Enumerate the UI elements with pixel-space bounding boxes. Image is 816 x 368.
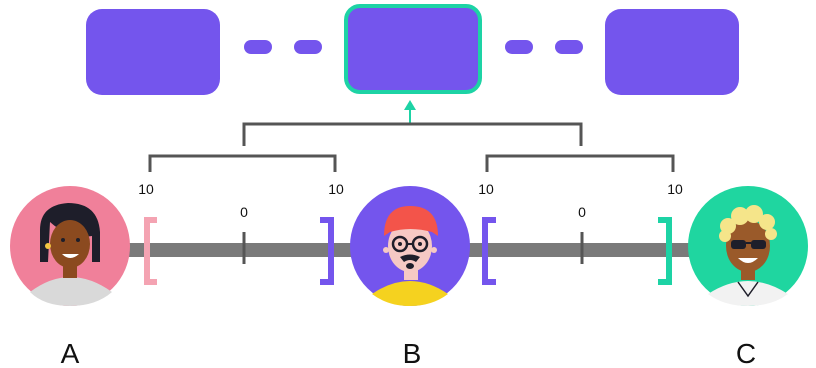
person-label-c: C bbox=[736, 338, 756, 368]
range-bracket-a-open bbox=[144, 217, 157, 285]
scale-labels-right: 10 0 10 bbox=[478, 181, 683, 220]
range-bracket-b-close bbox=[320, 217, 334, 285]
bracket-top bbox=[242, 122, 583, 146]
man-glasses-avatar-icon bbox=[350, 186, 470, 306]
bracket-left bbox=[148, 154, 337, 172]
person-label-b: B bbox=[403, 338, 422, 368]
scale-left-center: 0 bbox=[240, 204, 248, 220]
scale-right-center: 0 bbox=[578, 204, 586, 220]
block-chain bbox=[86, 4, 739, 95]
scale-labels-left: 10 0 10 bbox=[138, 181, 344, 220]
person-label-a: A bbox=[61, 338, 80, 368]
scale-right-min: 10 bbox=[478, 181, 494, 197]
block-center-highlighted bbox=[344, 4, 482, 94]
man-sunglasses-avatar-icon bbox=[688, 186, 808, 306]
chain-dash-2 bbox=[294, 40, 322, 54]
scale-right-max: 10 bbox=[667, 181, 683, 197]
chain-dash-1 bbox=[244, 40, 272, 54]
chain-dash-3 bbox=[505, 40, 533, 54]
range-bracket-c-close bbox=[658, 217, 672, 285]
scale-left-max: 10 bbox=[328, 181, 344, 197]
scale-left-min: 10 bbox=[138, 181, 154, 197]
bracket-right bbox=[485, 154, 675, 172]
bracket-tree bbox=[148, 122, 675, 172]
chain-dash-4 bbox=[555, 40, 583, 54]
arrow-up-icon bbox=[404, 100, 416, 124]
block-left bbox=[86, 9, 220, 95]
woman-avatar-icon bbox=[10, 186, 130, 306]
block-right bbox=[605, 9, 739, 95]
range-bracket-b-open bbox=[482, 217, 496, 285]
